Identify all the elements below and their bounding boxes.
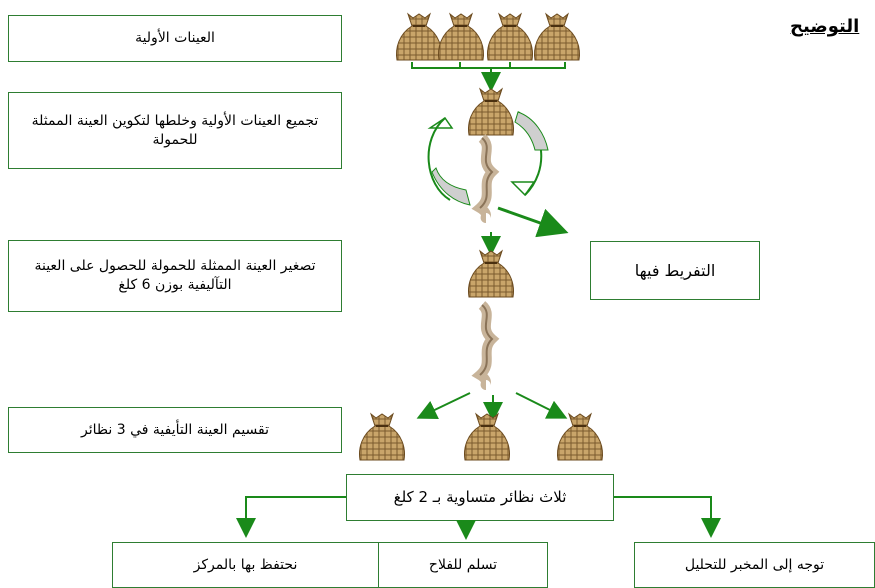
sack-icon: [358, 413, 406, 461]
sack-icon: [463, 413, 511, 461]
step-collect-mix: تجميع العينات الأولية وخلطها لتكوين العي…: [8, 92, 342, 169]
step-divide: تقسيم العينة التأيفية في 3 نظائر: [8, 407, 342, 453]
sack-icon: [467, 250, 515, 298]
step-discharge: التفريط فيها: [590, 241, 760, 300]
sack-icon: [467, 88, 515, 136]
step-three-copies: ثلاث نظائر متساوية بـ 2 كلغ: [346, 474, 614, 521]
destination-farmer: تسلم للفلاح: [378, 542, 548, 588]
step-primary-samples: العينات الأولية: [8, 15, 342, 62]
sample-divider-icon: [480, 138, 492, 218]
destination-lab: توجه إلى المخبر للتحليل: [634, 542, 875, 588]
step-reduce: تصغير العينة الممثلة للحمولة للحصول على …: [8, 240, 342, 312]
sack-icon: [533, 13, 581, 61]
sack-icon: [486, 13, 534, 61]
diagram-heading: التوضيح: [790, 16, 860, 37]
sack-icon: [395, 13, 443, 61]
sack-icon: [437, 13, 485, 61]
sack-icon: [556, 413, 604, 461]
sample-divider-icon: [480, 305, 492, 385]
